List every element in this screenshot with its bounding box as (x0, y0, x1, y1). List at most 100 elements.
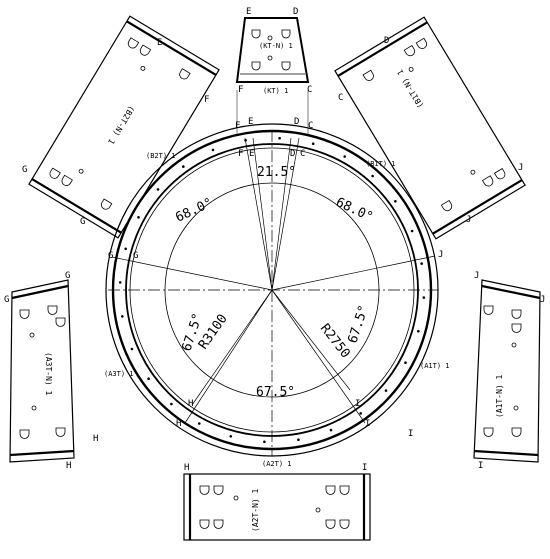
radial-line-f (244, 137, 273, 291)
bolt-hole (343, 155, 347, 158)
bolt-hole (130, 347, 134, 351)
segment-a3t-caption: (A3T) 1 (104, 370, 134, 378)
segment-kt-point-f: F (238, 85, 243, 95)
ring-point-i-outer: I (365, 419, 370, 429)
bolt-hole (329, 428, 333, 432)
ring-assembly: 21.5° 68.0° 68.0° 67.5° 67.5° 67.5° R310… (105, 117, 443, 457)
segment-b1t-point-d: D (384, 36, 389, 46)
ring-point-c-inner: C (300, 149, 305, 159)
segment-kt-point-c: C (307, 85, 312, 95)
segment-a3t-point-g-top: G (65, 271, 70, 281)
segment-a2t-point-h: H (184, 463, 189, 473)
segment-a1t-title: (A1T-N) 1 (495, 374, 504, 418)
bolt-hole (118, 281, 122, 284)
bolt-hole (263, 440, 266, 444)
radius-3100-dimension (191, 289, 273, 406)
ring-point-e-outer: E (248, 117, 253, 127)
segment-b1t-title: (B1T-N) 1 (395, 68, 425, 110)
segment-b2t-point-f: F (204, 95, 209, 105)
bolt-hole (137, 216, 140, 219)
segment-b2t-edge (126, 20, 217, 76)
bolt-hole (182, 165, 185, 168)
ring-point-d-inner: D (290, 149, 295, 159)
angle-bottom-label: 67.5° (256, 385, 295, 400)
angle-upper-left-label: 68.0° (173, 195, 215, 225)
bolt-hole (384, 389, 388, 392)
segment-b2t-title: (B2T-N) 1 (106, 104, 136, 146)
ring-point-h-inner: H (188, 399, 193, 409)
segment-a3t-edge-top (11, 284, 69, 300)
segment-b2t-point-e: E (157, 38, 162, 48)
ring-point-g-outer: G (108, 251, 113, 261)
segment-b2t-point-g-top: G (22, 165, 27, 175)
segment-b1t-edge (337, 21, 428, 77)
radial-line-i (271, 289, 366, 424)
segment-a3t-point-h-right: H (93, 434, 98, 444)
bolt-hole (198, 422, 201, 425)
bolt-hole (422, 296, 426, 299)
segment-a1t: (A1T-N) 1 (473, 279, 541, 463)
radial-line-j (271, 255, 436, 291)
segment-b2t-pockets (49, 37, 191, 210)
bolt-hole (311, 142, 315, 145)
segment-a1t-edge-top (481, 284, 541, 300)
segment-a1t-point-j-left: J (474, 271, 479, 281)
segment-kt-point-d: D (293, 7, 298, 17)
segment-a3t-point-g-left: G (4, 295, 9, 305)
segment-kt-caption: (KT) 1 (263, 87, 288, 95)
bolt-hole (156, 188, 160, 191)
segment-a3t-title: (A3T-N) 1 (44, 352, 53, 396)
bolt-hole (371, 174, 374, 178)
segment-a1t-caption: (A1T) 1 (420, 362, 450, 370)
angle-right-label: 67.5° (346, 303, 372, 345)
ring-point-f-inner: F (238, 149, 243, 159)
segment-a3t-outline (9, 279, 75, 463)
ring-point-c-outer: C (308, 121, 313, 131)
ring-point-e-inner: E (249, 149, 254, 159)
segment-a2t-outline (183, 473, 371, 541)
bolt-hole (211, 148, 215, 152)
segment-b2t-outline (28, 15, 220, 239)
radial-line-d (271, 137, 292, 291)
bolt-hole (394, 200, 397, 203)
ring-point-h-outer: H (176, 419, 181, 429)
segment-b1t-outline (334, 16, 526, 240)
segment-a1t-outline (473, 279, 541, 463)
ring-point-f-outer: F (235, 121, 240, 131)
ring-point-j: J (438, 250, 443, 260)
segment-kt-point-e: E (246, 7, 251, 17)
segment-a1t-point-i-bottom: I (478, 461, 483, 471)
segment-a2t-point-i: I (362, 463, 367, 473)
segment-b1t-point-c: C (338, 93, 343, 103)
segment-a1t-edge-bottom (473, 449, 539, 457)
bolt-hole (410, 229, 414, 233)
radius-2750-dimension (271, 289, 351, 391)
bolt-hole (229, 435, 233, 438)
segment-b1t-edge-2 (432, 179, 523, 235)
segment-a2t-caption: (A2T) 1 (262, 460, 292, 468)
segment-b1t-pockets (362, 37, 506, 212)
bolt-hole (278, 136, 281, 140)
bolt-hole (121, 315, 124, 318)
segment-b2t-edge-2 (31, 178, 122, 234)
bolt-hole (420, 262, 424, 265)
segment-kt: E D F C (KT-N) 1 (KT) 1 (235, 7, 312, 135)
radial-line-h (184, 289, 273, 424)
radial-line-e (252, 137, 273, 291)
bolt-hole (147, 377, 150, 381)
segment-b2t-caption: (B2T) 1 (146, 152, 176, 160)
segment-b1t-point-j-top: J (518, 163, 523, 173)
segment-kt-pockets (251, 29, 291, 71)
bolt-hole (359, 412, 363, 415)
segment-b2t-point-g-bottom: G (80, 217, 85, 227)
segment-b1t-point-j-bottom: J (466, 215, 471, 225)
radial-line-g (111, 256, 273, 291)
bolt-holes (118, 136, 426, 444)
segment-kt-title: (KT-N) 1 (259, 42, 293, 50)
segment-a2t-title: (A2T-N) 1 (251, 488, 260, 532)
segment-a3t-point-h-left: H (66, 461, 71, 471)
segment-b1t-caption: (B1T) 1 (366, 160, 396, 168)
ring-point-i-inner: I (355, 399, 360, 409)
